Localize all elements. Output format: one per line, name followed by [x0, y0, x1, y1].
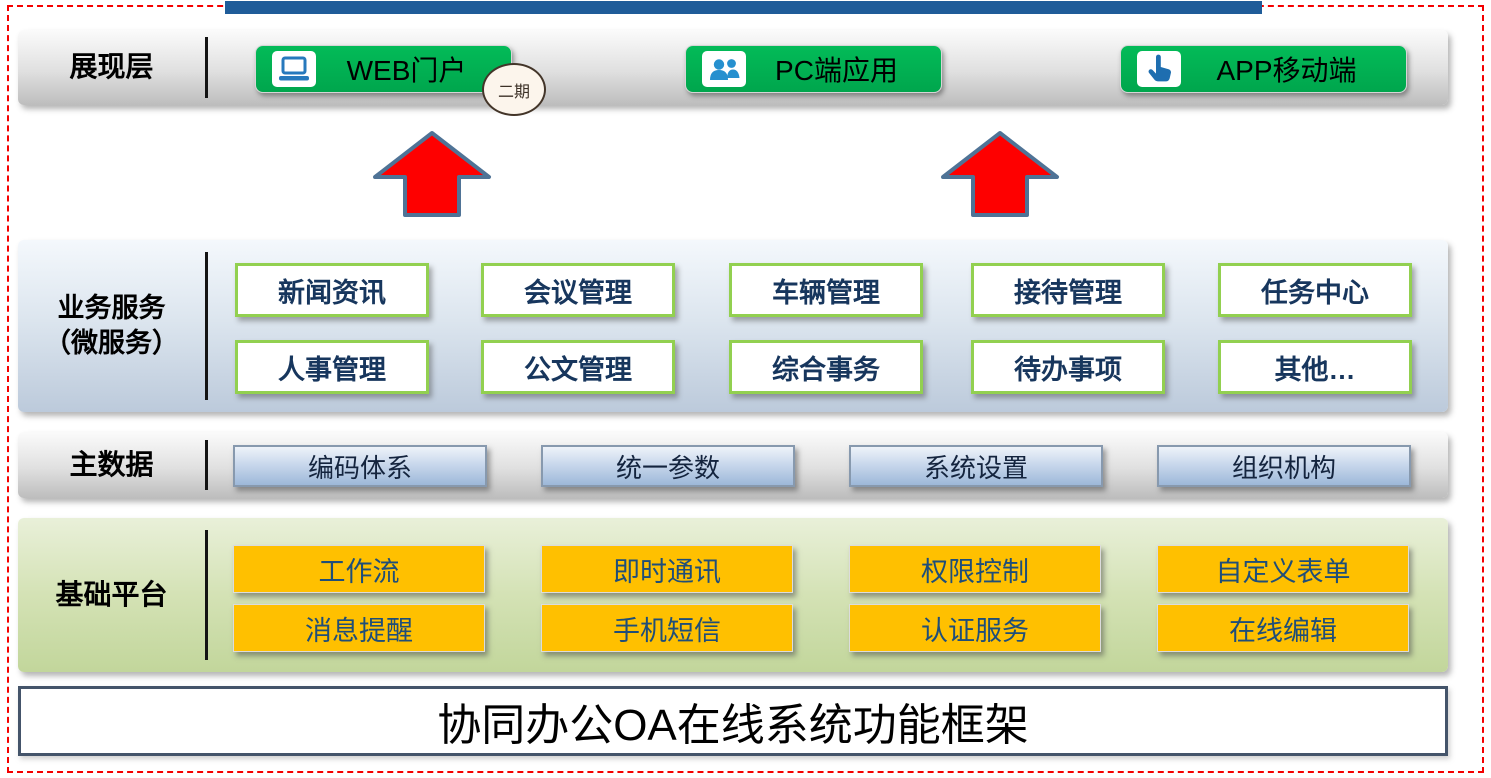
touch-hand-icon [1137, 51, 1181, 87]
business-box-vehicle: 车辆管理 [729, 263, 923, 317]
platform-layer: 基础平台 工作流 即时通讯 权限控制 自定义表单 消息提醒 手机短信 认证服务 … [18, 518, 1448, 672]
master-data-layer-label: 主数据 [69, 448, 154, 480]
master-data-divider [205, 440, 208, 490]
web-portal-label: WEB门户 [346, 55, 467, 86]
platform-box-access: 权限控制 [849, 545, 1101, 593]
platform-box-forms: 自定义表单 [1157, 545, 1409, 593]
presentation-layer-label: 展现层 [69, 51, 154, 83]
business-box-general: 综合事务 [729, 340, 923, 394]
master-box-org: 组织机构 [1157, 445, 1411, 487]
master-box-params: 统一参数 [541, 445, 795, 487]
platform-box-auth: 认证服务 [849, 604, 1101, 652]
business-layer-label: 业务服务 （微服务） [18, 240, 205, 412]
up-arrow-left [373, 131, 491, 217]
business-layer-label-line1: 业务服务 [57, 292, 166, 323]
presentation-divider [205, 37, 208, 98]
business-divider [205, 252, 208, 400]
top-accent-bar [225, 1, 1262, 14]
mobile-app-label: APP移动端 [1216, 55, 1357, 86]
platform-layer-label: 基础平台 [55, 578, 168, 610]
pc-app-label: PC端应用 [775, 55, 898, 86]
laptop-icon [272, 51, 316, 87]
business-box-news: 新闻资讯 [235, 263, 429, 317]
users-icon [702, 51, 746, 87]
platform-box-sms: 手机短信 [541, 604, 793, 652]
business-box-others: 其他… [1218, 340, 1412, 394]
business-box-meeting: 会议管理 [481, 263, 675, 317]
master-box-settings: 系统设置 [849, 445, 1103, 487]
business-layer-label-line2: （微服务） [44, 328, 179, 358]
diagram-title: 协同办公OA在线系统功能框架 [18, 686, 1448, 756]
platform-box-workflow: 工作流 [233, 545, 485, 593]
platform-box-notify: 消息提醒 [233, 604, 485, 652]
business-layer: 业务服务 （微服务） 新闻资讯 会议管理 车辆管理 接待管理 任务中心 人事管理… [18, 240, 1448, 412]
phase-badge: 二期 [482, 63, 546, 116]
master-data-layer: 主数据 编码体系 统一参数 系统设置 组织机构 [18, 432, 1448, 498]
web-portal-shape: WEB门户 [255, 45, 512, 93]
business-box-task: 任务中心 [1218, 263, 1412, 317]
platform-box-editor: 在线编辑 [1157, 604, 1409, 652]
mobile-app-shape: APP移动端 [1120, 45, 1407, 93]
pc-app-shape: PC端应用 [685, 45, 942, 93]
master-box-coding: 编码体系 [233, 445, 487, 487]
business-box-todo: 待办事项 [971, 340, 1165, 394]
business-box-document: 公文管理 [481, 340, 675, 394]
platform-box-im: 即时通讯 [541, 545, 793, 593]
business-box-reception: 接待管理 [971, 263, 1165, 317]
up-arrow-right [941, 131, 1059, 217]
business-box-hr: 人事管理 [235, 340, 429, 394]
presentation-layer: 展现层 WEB门户 PC端应用 APP移动端 [18, 30, 1448, 105]
platform-divider [205, 530, 208, 660]
